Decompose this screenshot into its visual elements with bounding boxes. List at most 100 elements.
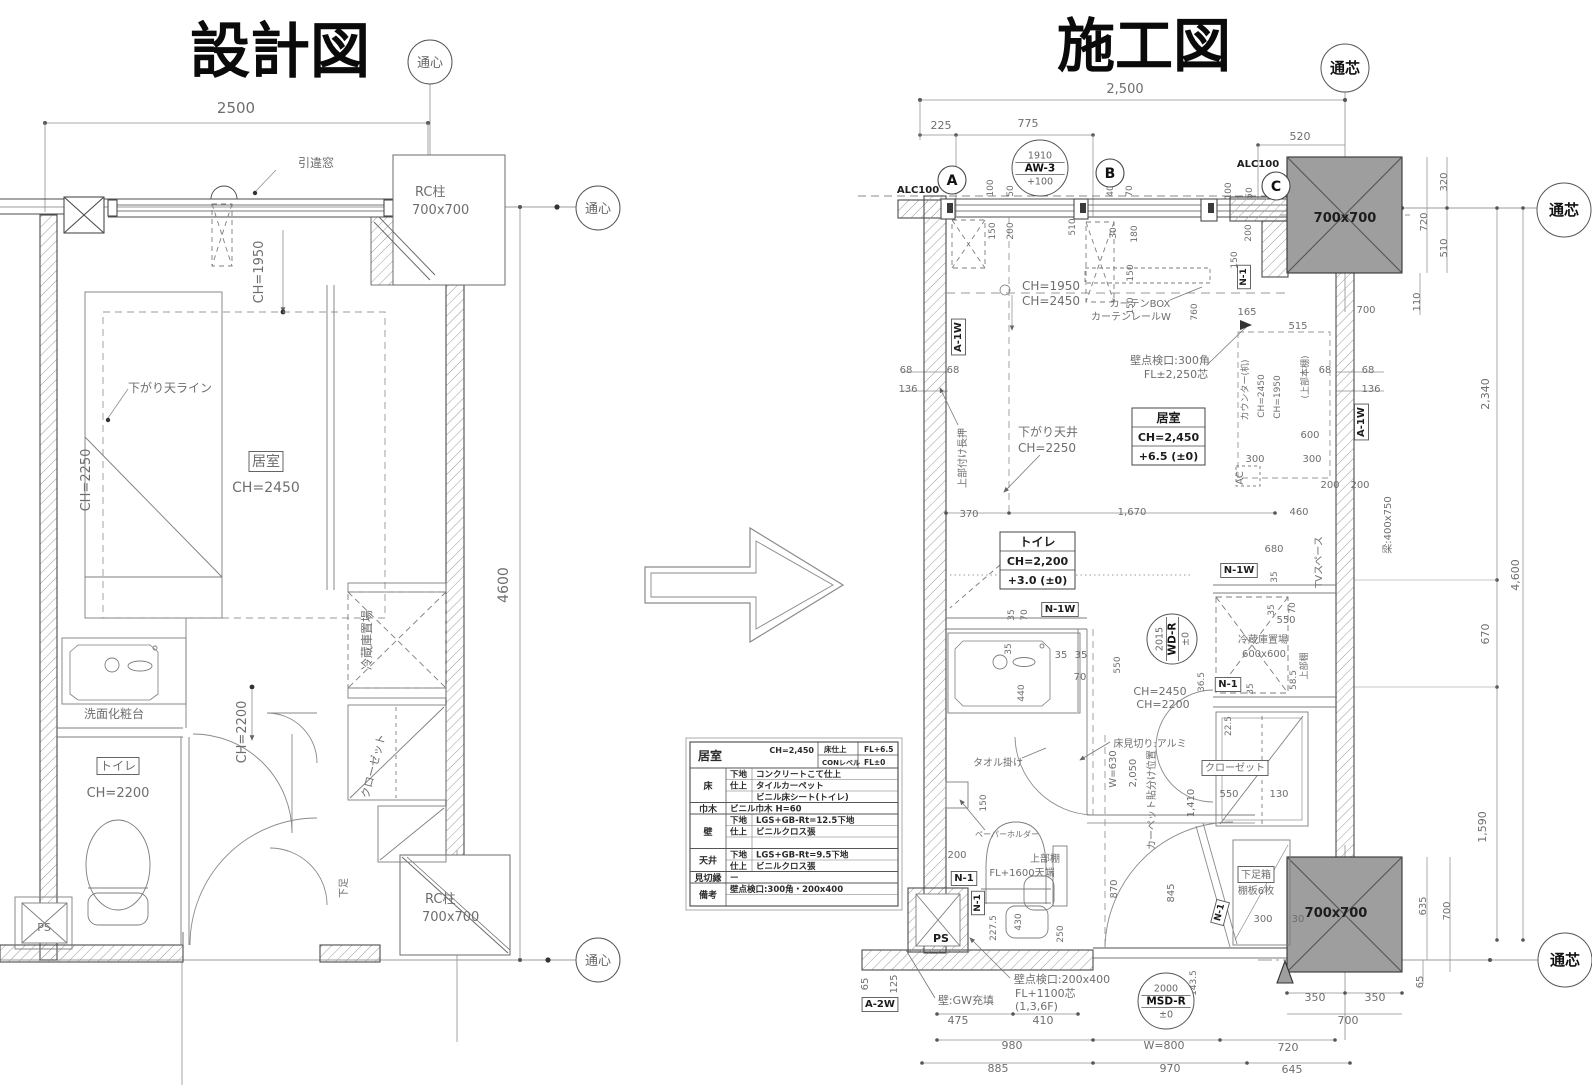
room-info-row: CH=2,200 <box>1007 555 1069 568</box>
annotation-label: 2,050 <box>1128 759 1139 788</box>
annotation-label: 870 <box>1109 879 1120 898</box>
annotation-label: 700 <box>1442 901 1453 920</box>
label-box <box>96 757 140 775</box>
annotation-label: 720 <box>1278 1041 1299 1054</box>
stack-balloon-line: 2000 <box>1154 984 1178 995</box>
annotation-label: RC柱 <box>415 185 445 200</box>
annotation-label: 50 <box>1245 187 1255 199</box>
spec-table-cell: LGS+GB-Rt=9.5下地 <box>756 850 849 861</box>
annotation-label: 1,410 <box>1186 789 1197 818</box>
spec-table-cell: CONレベル <box>822 759 860 767</box>
left-title: 設計図 <box>190 17 370 87</box>
annotation-label: CH=1950 <box>1273 375 1283 419</box>
label-box <box>1210 898 1230 927</box>
annotation-label: 58.5 <box>1289 670 1299 690</box>
right-title: 施工図 <box>1057 12 1231 80</box>
spec-table-cell: 仕上 <box>729 827 748 838</box>
annotation-label: 760 <box>1190 303 1200 320</box>
spec-table-cell: FL+6.5 <box>864 745 893 754</box>
annotation-label: N-1 <box>1218 679 1238 690</box>
annotation-label: 410 <box>1033 1014 1054 1027</box>
label-box <box>1354 403 1369 441</box>
annotation-label: 40 <box>1106 185 1116 197</box>
annotation-label: 65 <box>860 978 871 991</box>
grid-letter: B <box>1105 166 1116 182</box>
annotation-label: 110 <box>1412 292 1423 311</box>
annotation-label: 65 <box>1415 976 1426 989</box>
spec-table-cell: FL±0 <box>864 758 885 767</box>
right-plan-columns <box>1276 156 1403 984</box>
spec-table-cell: 壁 <box>703 826 712 838</box>
annotation-label: 300 <box>1302 454 1321 465</box>
annotation-label: N-1 <box>1239 268 1249 286</box>
annotation-label: 35 <box>1246 683 1256 694</box>
spec-table-cell: 見切縁 <box>693 872 721 884</box>
annotation-label: 居室 <box>252 453 280 470</box>
annotation-label: 680 <box>1264 544 1283 555</box>
annotation-label: 70 <box>1288 602 1298 614</box>
annotation-label: FL+1600天端 <box>989 866 1054 879</box>
annotation-label: 35 <box>1004 643 1014 654</box>
annotation-label: 下がり天ライン <box>128 380 212 395</box>
annotation-label: 440 <box>1017 684 1027 701</box>
annotation-label: 700 <box>1338 1014 1359 1027</box>
annotation-label: A-1W <box>1356 407 1367 437</box>
annotation-label: 2,500 <box>1106 82 1143 97</box>
annotation-label: A-1W <box>953 322 964 352</box>
left-plan-doors <box>182 712 328 946</box>
annotation-label: N-1W <box>1224 565 1255 576</box>
label-box <box>1220 563 1258 578</box>
annotation-label: 1,670 <box>1118 507 1147 518</box>
annotation-label: 200 <box>947 850 966 861</box>
annotation-label: TVスペース <box>1314 536 1325 589</box>
grid-letter-circle <box>937 165 967 195</box>
axis-balloon-label: 通芯 <box>1550 951 1580 969</box>
annotation-label: (1,3,6F) <box>1015 1000 1058 1013</box>
label-box <box>861 997 899 1012</box>
stack-balloon-line: 2015 <box>1155 627 1166 651</box>
spec-table-cell: 備考 <box>699 889 717 901</box>
spec-table-cell: 下地 <box>730 769 748 780</box>
annotation-label: 550 <box>1219 789 1238 800</box>
transform-arrow <box>644 526 845 644</box>
annotation-label: ALC100 <box>1237 159 1279 170</box>
annotation-label: トイレ <box>100 759 136 773</box>
stack-balloon-line: ±0 <box>1159 1010 1173 1021</box>
spec-table-cell: ー <box>730 874 739 884</box>
annotation-label: FL±2,250芯 <box>1144 367 1208 381</box>
annotation-label: 143.5 <box>1189 970 1199 996</box>
annotation-label: 35 <box>1267 604 1277 615</box>
left-plan-walls <box>0 185 465 963</box>
left-plan-interior <box>14 203 447 950</box>
annotation-label: ペーパーホルダー <box>975 829 1039 839</box>
annotation-label: 壁点検口:300角 <box>1130 353 1210 367</box>
annotation-label: 100 <box>1224 182 1234 199</box>
annotation-label: 700 <box>1356 305 1375 316</box>
annotation-label: 70 <box>1020 609 1030 621</box>
spec-table-cell: ビニル巾木 H=60 <box>730 804 802 815</box>
axis-balloon-circle <box>1320 43 1370 93</box>
annotation-label: 引違窓 <box>298 155 334 170</box>
annotation-label: 200 <box>1244 224 1254 241</box>
annotation-label: 35 <box>1270 571 1280 582</box>
annotation-label: 225 <box>931 119 952 132</box>
room-info-row: +6.5 (±0) <box>1139 450 1198 463</box>
annotation-label: N-1 <box>1213 903 1227 923</box>
annotation-label: 670 <box>1479 624 1492 645</box>
annotation-label: クローゼット <box>1205 762 1265 774</box>
label-box <box>971 890 985 916</box>
annotation-label: 645 <box>1282 1063 1303 1076</box>
annotation-label: 36.5 <box>1197 672 1207 692</box>
annotation-label: 150 <box>979 794 989 811</box>
spec-table-cell: ビニルクロス張 <box>756 827 816 838</box>
right-plan-dimensions <box>902 98 1525 1065</box>
annotation-label: 510 <box>1439 238 1450 257</box>
left-plan-columns <box>373 154 511 956</box>
annotation-label: カーテンレールW <box>1091 311 1171 323</box>
annotation-label: 200 <box>1006 222 1016 239</box>
